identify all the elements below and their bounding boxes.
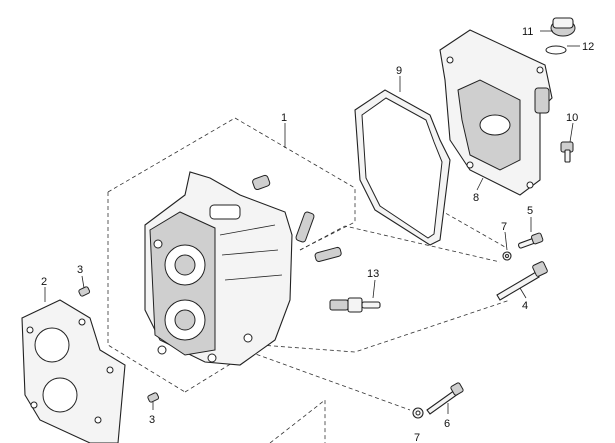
- long-bolt: [496, 261, 548, 301]
- short-bolt: [517, 232, 544, 249]
- callout-3a: 3: [77, 264, 83, 276]
- filler-cap: [550, 17, 576, 37]
- dowel-pin-lower: [147, 392, 160, 403]
- callout-2: 2: [41, 276, 47, 288]
- o-ring: [545, 45, 567, 55]
- callout-10: 10: [566, 112, 578, 124]
- plug-top: [252, 174, 271, 191]
- dowel-pin-upper: [78, 286, 91, 297]
- lower-bolt: [426, 382, 464, 415]
- cover-gasket: [354, 89, 451, 246]
- cylinder-head: [144, 171, 293, 366]
- callout-9: 9: [396, 65, 402, 77]
- callout-3b: 3: [149, 414, 155, 426]
- callout-4: 4: [522, 300, 528, 312]
- sleeve: [314, 246, 342, 263]
- washer-upper: [502, 251, 512, 261]
- washer-lower: [412, 407, 424, 419]
- callout-7a: 7: [501, 221, 507, 233]
- callout-leaders: [44, 30, 580, 414]
- callout-5: 5: [527, 205, 533, 217]
- callout-13: 13: [367, 268, 379, 280]
- callout-labels: 1 2 3 3 4 5 6 7 7 8 9 10 11 12 13: [41, 26, 594, 443]
- callout-6: 6: [444, 418, 450, 430]
- head-cover: [439, 29, 553, 196]
- callout-11: 11: [522, 26, 533, 38]
- callout-1: 1: [281, 112, 287, 124]
- spark-plug: [329, 297, 381, 313]
- callout-7b: 7: [414, 432, 420, 443]
- head-gasket: [21, 299, 126, 443]
- valve-guide: [295, 211, 315, 243]
- callout-8: 8: [473, 192, 479, 204]
- callout-12: 12: [582, 41, 594, 53]
- cover-bolt: [560, 141, 574, 163]
